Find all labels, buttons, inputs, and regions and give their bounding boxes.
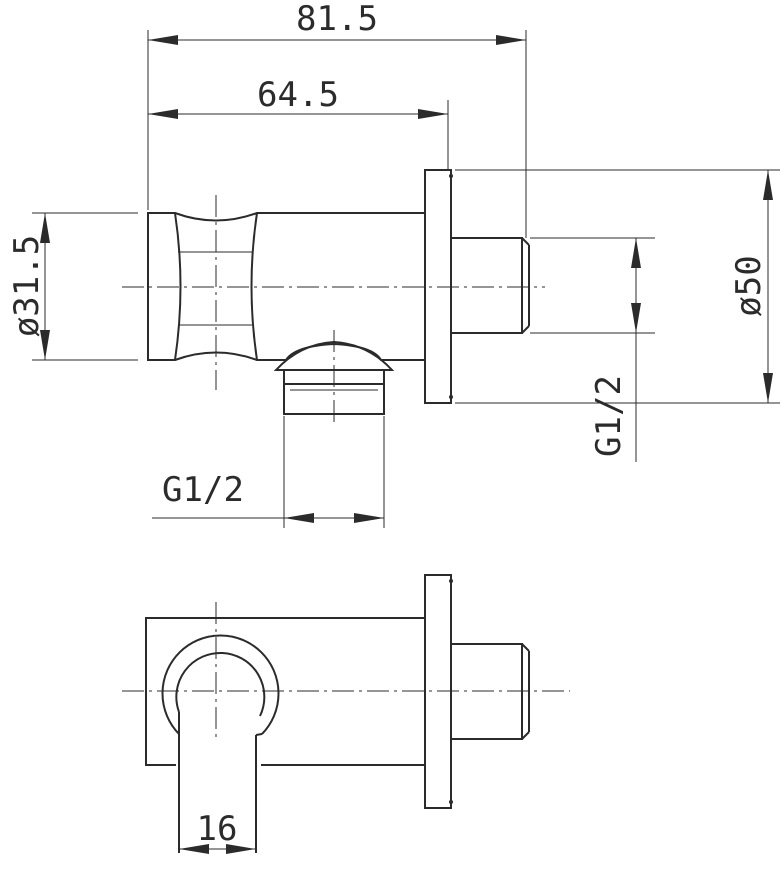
arrow (418, 109, 448, 119)
flange-screw-top (449, 579, 453, 583)
inlet-chamfer-top (521, 643, 530, 652)
arrow (354, 513, 384, 523)
dim-body-length: 64.5 (257, 75, 339, 115)
dim-outlet-thread: G1/2 (162, 470, 244, 510)
flange-screw-top (449, 174, 453, 178)
top-view: 16 (122, 574, 570, 854)
hook-outer-ring (161, 634, 280, 735)
arrow (631, 303, 641, 333)
flange-screw-bottom (449, 800, 453, 804)
grip-right-edge (250, 212, 258, 361)
dim-overall-length: 81.5 (296, 0, 378, 39)
arrow (284, 513, 314, 523)
dim-flange-diameter: ø50 (729, 255, 769, 316)
arrow (496, 35, 526, 45)
arrow (631, 238, 641, 268)
inlet-chamfer-bottom (521, 325, 530, 334)
inlet-chamfer-bottom (521, 731, 530, 740)
arrow (40, 213, 50, 243)
post-right-join (255, 733, 263, 736)
inlet-chamfer-top (521, 237, 530, 246)
arrow (40, 330, 50, 360)
dim-body-diameter: ø31.5 (7, 235, 47, 337)
dim-holder-width: 16 (197, 809, 238, 849)
arrow (148, 35, 178, 45)
dim-inlet-thread: G1/2 (589, 375, 629, 457)
arrow (179, 844, 209, 854)
body-outline-top (145, 617, 425, 766)
arrow (226, 844, 256, 854)
arrow (763, 373, 773, 403)
hook-inner-ring (175, 651, 266, 717)
flange-screw-bottom (449, 395, 453, 399)
grip-left-edge (174, 212, 182, 361)
arrow (148, 109, 178, 119)
inlet-thread (450, 237, 523, 334)
arrow (763, 170, 773, 200)
side-view: 81.5 64.5 ø31.5 ø50 G1/2 G1/2 (7, 0, 780, 528)
